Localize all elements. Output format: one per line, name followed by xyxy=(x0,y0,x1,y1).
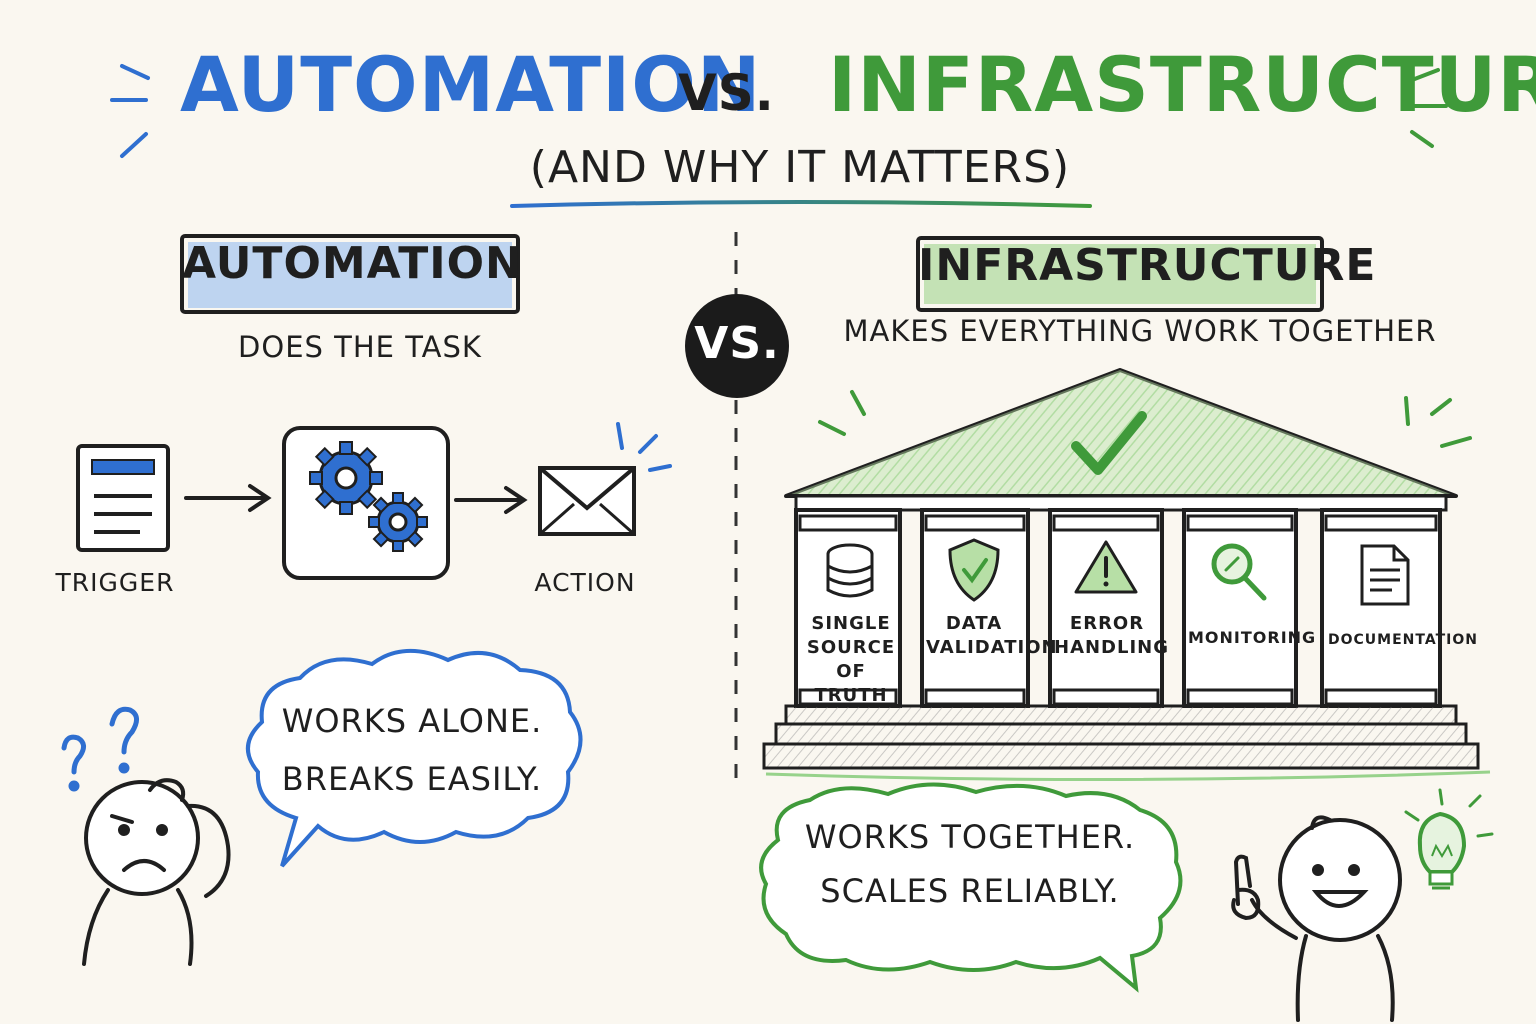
magnifier-icon xyxy=(1211,543,1267,601)
title-infrastructure: Infrastructure xyxy=(828,40,1536,129)
pillar-label-documentation: Documentation xyxy=(1328,632,1478,648)
roof-sparkle-left xyxy=(818,390,866,436)
bubble-right-shape xyxy=(759,782,1183,993)
vs-badge-circle xyxy=(685,294,789,398)
pillar-label-single-source: Single source of truth xyxy=(806,613,896,706)
pillar-capitals xyxy=(798,514,1438,706)
pillar-label-data-validation: Data validation xyxy=(926,613,1058,658)
check-icon xyxy=(1071,411,1147,475)
envelope-sparkle xyxy=(616,422,672,472)
bubble-left-line-1: Works alone. xyxy=(281,702,543,740)
pillar-label-monitoring: Monitoring xyxy=(1188,628,1317,647)
bubble-right-line-1: Works together. xyxy=(804,818,1136,856)
automation-label-box xyxy=(180,234,520,314)
form-document-icon xyxy=(76,444,170,552)
title-accent-left xyxy=(110,64,150,158)
trigger-label: Trigger xyxy=(55,568,175,597)
automation-label: Automation xyxy=(182,238,523,289)
title-automation: Automation xyxy=(180,40,762,129)
roof-sparkle-right xyxy=(1404,396,1472,448)
vs-badge: VS. xyxy=(694,318,780,369)
bubble-left-line-2: Breaks easily. xyxy=(281,760,543,798)
shield-check-icon xyxy=(948,538,1000,602)
action-label: Action xyxy=(534,568,636,597)
gears-icon xyxy=(282,426,450,580)
subtitle: (and why it matters) xyxy=(529,142,1071,193)
temple-steps xyxy=(762,704,1491,782)
infrastructure-label-box xyxy=(916,236,1324,312)
title-accent-right xyxy=(1410,68,1448,148)
infrastructure-label: Infrastructure xyxy=(918,240,1377,291)
question-marks-icon xyxy=(61,706,139,792)
temple-roof xyxy=(784,368,1458,512)
automation-description: Does the task xyxy=(238,330,482,364)
bubble-right-line-2: Scales reliably. xyxy=(820,872,1120,910)
database-icon xyxy=(826,543,874,598)
pillar-label-error-handling: Error handling xyxy=(1054,613,1170,658)
confused-person-icon xyxy=(82,778,231,966)
bubble-left-shape xyxy=(246,649,583,868)
warning-icon xyxy=(1074,540,1138,594)
flow-arrow-2 xyxy=(454,486,528,514)
infrastructure-description: Makes everything work together xyxy=(843,314,1437,348)
lightbulb-sparkle xyxy=(1404,788,1494,838)
subtitle-underline xyxy=(510,200,1092,208)
envelope-icon xyxy=(538,466,636,536)
flow-arrow-1 xyxy=(184,484,272,512)
happy-person-icon xyxy=(1231,815,1402,1022)
lightbulb-icon xyxy=(1417,811,1467,890)
document-icon xyxy=(1360,544,1410,606)
title-vs: vs. xyxy=(678,64,775,122)
